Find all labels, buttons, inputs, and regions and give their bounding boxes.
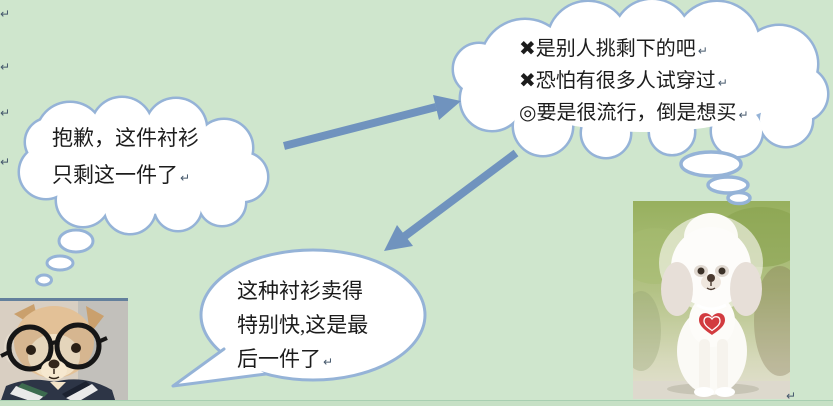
speech-bubble-text: 这种衬衫卖得 特别快,这是最 后一件了↵ xyxy=(237,276,370,378)
text-line: ✖恐怕有很多人试穿过 xyxy=(519,70,716,92)
text-line: 抱歉，这件衬衫 xyxy=(52,126,199,150)
paragraph-mark: ↵ xyxy=(0,155,11,169)
paragraph-mark: ↵ xyxy=(0,60,11,74)
text-line: 只剩这一件了 xyxy=(52,163,178,187)
line-break-mark: ↵ xyxy=(323,355,334,369)
text-line: ✖是别人挑剩下的吧 xyxy=(519,38,696,60)
dog-with-glasses-photo[interactable] xyxy=(0,298,128,403)
paragraph-mark: ↵ xyxy=(0,7,11,21)
text-line: 特别快,这是最 xyxy=(237,313,369,337)
left-cloud-text: 抱歉，这件衬衫 只剩这一件了↵ xyxy=(52,121,201,195)
arrow-up-right[interactable] xyxy=(283,95,461,150)
text-line: 这种衬衫卖得 xyxy=(237,279,363,303)
text-line: 后一件了 xyxy=(237,347,321,371)
left-thought-trail[interactable] xyxy=(35,228,95,287)
dog-with-glasses-illustration xyxy=(0,298,128,403)
arrow-down-left[interactable] xyxy=(384,149,519,251)
right-thought-cloud-shape[interactable] xyxy=(451,0,830,160)
right-thought-trail[interactable] xyxy=(679,150,752,206)
white-poodle-illustration xyxy=(633,201,790,399)
line-break-mark: ↵ xyxy=(717,76,728,90)
paragraph-mark: ↵ xyxy=(786,389,797,403)
left-thought-cloud-shape[interactable] xyxy=(17,95,270,236)
paragraph-mark: ↵ xyxy=(0,106,11,120)
white-poodle-photo[interactable] xyxy=(633,201,790,399)
line-break-mark: ↵ xyxy=(697,44,708,58)
speech-bubble-shape[interactable] xyxy=(171,248,427,388)
heart-tag xyxy=(696,303,727,335)
text-line: ◎要是很流行，倒是想买 xyxy=(519,102,737,124)
line-break-mark: ↵ xyxy=(738,108,749,122)
page-bottom-edge xyxy=(0,400,833,406)
right-cloud-text: ✖是别人挑剩下的吧↵ ✖恐怕有很多人试穿过↵ ◎要是很流行，倒是想买↵ xyxy=(519,34,749,130)
line-break-mark: ↵ xyxy=(180,171,191,185)
